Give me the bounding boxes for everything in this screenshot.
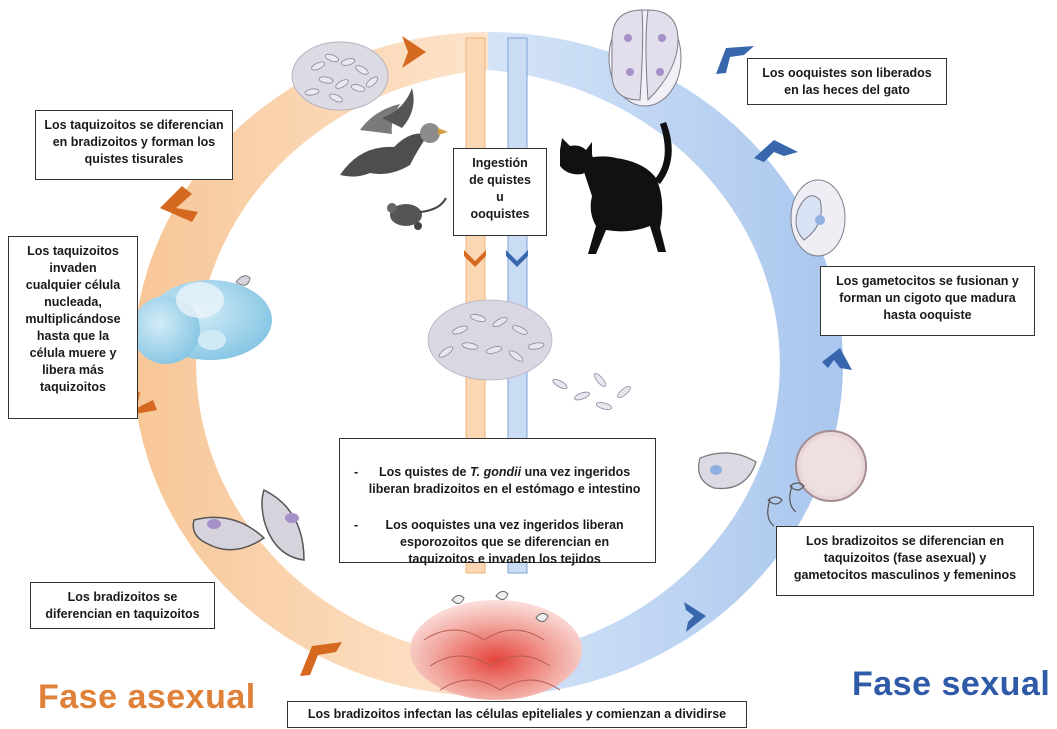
label-center-ingestion-notes: - Los quistes de T. gondii una vez inger… (339, 438, 656, 563)
oocyst-sporulated (609, 10, 681, 106)
phase-asexual-title: Fase asexual (38, 678, 256, 717)
oocyst-unsporulated (791, 180, 845, 256)
center-list-item-1: - Los quistes de T. gondii una vez inger… (354, 464, 641, 498)
center-item-2-text: Los ooquistes una vez ingeridos liberan … (368, 517, 641, 568)
label-bradyzoites-to-tachyzoites: Los bradizoitos se diferencian en taquiz… (30, 582, 215, 629)
list-dash: - (354, 464, 358, 498)
round-cyst (796, 431, 866, 501)
label-bradyzoites-differentiate: Los bradizoitos se diferencian en taquiz… (776, 526, 1034, 596)
center-item-1-text: Los quistes de T. gondii una vez ingerid… (368, 464, 641, 498)
bradyzoite-mass (428, 300, 632, 411)
tissue-cyst-top (292, 42, 388, 110)
label-invade-cells: Los taquizoitos invaden cualquier célula… (8, 236, 138, 419)
label-oocysts-released: Los ooquistes son liberados en las heces… (747, 58, 947, 105)
sexual-chevron (754, 140, 798, 162)
phase-sexual-title: Fase sexual (852, 665, 1050, 704)
label-ingestion: Ingestión de quistes u ooquistes (453, 148, 547, 236)
species-name: T. gondii (470, 465, 521, 479)
center-list-item-2: - Los ooquistes una vez ingeridos libera… (354, 517, 641, 568)
cat-illustration (560, 122, 672, 254)
list-dash: - (354, 517, 358, 568)
label-epithelial: Los bradizoitos infectan las células epi… (287, 701, 747, 728)
label-tissue-cysts: Los taquizoitos se diferencian en bradiz… (35, 110, 233, 180)
center-item-1-prefix: Los quistes de (379, 465, 470, 479)
label-gametocytes-fuse: Los gametocitos se fusionan y forman un … (820, 266, 1035, 336)
mouse-illustration (387, 198, 446, 230)
epithelial-tissue (410, 591, 582, 700)
